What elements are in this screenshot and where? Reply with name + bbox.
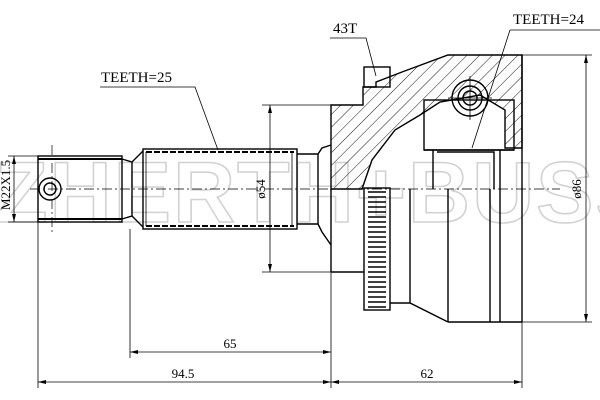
bell-diameter-dimension: ø86 [569, 179, 584, 199]
shaft-diameter-dimension: ø54 [253, 179, 268, 199]
teeth-shaft-label: TEETH=25 [101, 70, 172, 86]
thread-dimension: M22X1.5 [0, 160, 13, 210]
leader-lines [100, 29, 600, 151]
bell-length-dimension: 62 [421, 366, 434, 381]
abs-ring-teeth-label: 43T [333, 21, 357, 37]
stub-length-dimension: 94.5 [172, 366, 195, 381]
abs-tone-ring [363, 187, 391, 311]
teeth-inner-label: TEETH=24 [513, 12, 584, 28]
bell-housing [330, 54, 523, 323]
shaft-length-dimension: 65 [224, 336, 237, 351]
splined-shaft [142, 144, 332, 246]
dimension-lines [8, 54, 592, 388]
threaded-stub [37, 150, 144, 228]
